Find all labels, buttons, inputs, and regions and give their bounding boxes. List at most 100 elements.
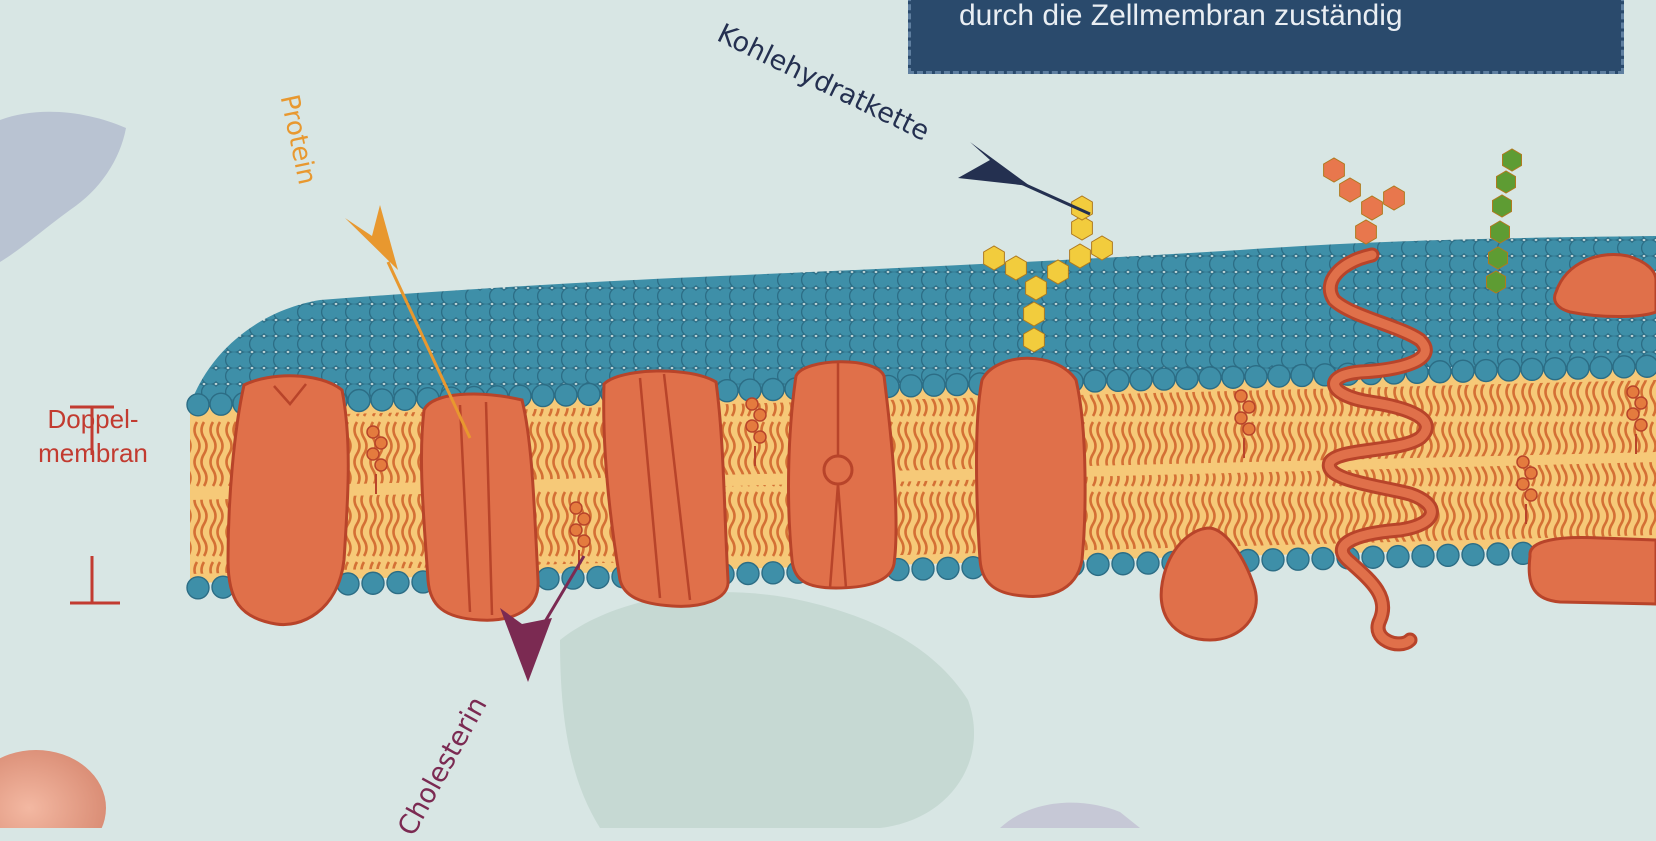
cholesterol-ring [1634,418,1648,432]
doppelmembran-label: Doppel- membran [18,402,168,470]
phospholipid-head [536,566,560,591]
cholesterol-ring [1634,396,1648,410]
phospholipid-head [393,387,417,411]
phospholipid-head [386,570,410,595]
phospholipid-head [1461,542,1485,567]
phospholipid-head [347,388,371,413]
lower-tails [190,462,1656,574]
map-shape-bottom [560,592,975,828]
carbohydrate-chains [983,148,1522,353]
sugar-hexagon [1486,270,1506,294]
phospholipid-head [1244,364,1268,389]
phospholipid-head [554,383,578,407]
sugar-hexagon [1025,275,1047,301]
cholesterol-pointer-head [500,608,552,682]
carbohydrate-pointer [958,142,1091,216]
map-shape-small [1000,802,1140,828]
fingertip [0,750,106,828]
protein-pointer [345,205,472,439]
sugar-hexagon [1023,301,1045,327]
cholesterol-ring [1524,466,1538,480]
phospholipid-head [186,393,210,417]
cholesterol-ring [569,523,583,537]
protein-channel-2 [602,369,730,608]
sugar-hexagon [1005,255,1027,281]
top-head-surface [190,236,1656,405]
phospholipid-head [1566,356,1590,380]
cholesterol-ring [745,419,759,433]
phospholipid-head [1411,544,1435,568]
protein-channel-2-divider [638,373,692,601]
cholesterol-ring [1242,422,1256,436]
protein-channel-1 [419,392,540,622]
cholesterol-ring [745,397,759,411]
cholesterol-ring [1234,389,1248,403]
sugar-hexagon [1069,243,1091,269]
protein-left [226,374,350,627]
sugar-hexagon [1488,246,1508,270]
phospholipid-head [1386,544,1410,569]
upper-tails [190,380,1656,488]
sugar-hexagon [1023,327,1045,353]
phospholipid-head [531,383,555,408]
phospholipid-head [1083,369,1107,393]
phospholipid-head [1111,552,1135,576]
sugar-hexagon [1383,185,1405,211]
cholesterol [1234,389,1256,458]
background-map-shapes [0,111,1140,828]
cholesterol-ring [366,425,380,439]
phospholipid-head [1261,548,1285,572]
carbohydrate-chain-orange [1323,157,1405,245]
cholesterol [569,501,591,570]
doppelmembran-label-line2: membran [38,438,148,468]
cholesterol [1516,455,1538,524]
phospholipid-head [1129,368,1153,392]
banner-text: durch die Zellmembran zuständig [959,0,1403,32]
phospholipid-head [1486,542,1510,566]
cholesterol-ring [753,430,767,444]
protein-channel-3-pore [822,454,854,486]
cholesterol-molecules [366,385,1648,570]
cholesterol-ring [1242,400,1256,414]
phospholipid-head [1290,363,1314,388]
phospholipid-head [186,576,210,600]
cholesterol-pointer-line [538,555,586,631]
phospholipid-head [1286,547,1310,571]
cholesterol-ring [569,501,583,515]
cholesterol-ring [366,447,380,461]
cholesterol-ring [374,436,388,450]
sugar-hexagon [1490,220,1510,244]
membrane-proteins [226,253,1656,642]
helix-fill [1324,250,1436,649]
carbohydrate-pointer-head [958,142,1030,186]
cholesterol-ring [577,534,591,548]
phospholipid-head [1221,365,1245,389]
cholesterol [1626,385,1648,454]
cholesterol-ring [1626,385,1640,399]
doppelmembran-scale [70,405,120,605]
phospholipid-head [1497,358,1521,382]
phospholipid-head [1635,354,1656,378]
cholesterol-ring [1524,488,1538,502]
cholesterol [366,425,388,494]
phospholipid-head [1175,366,1199,391]
protein-channel-1-divider [458,401,494,616]
phospholipid-head [1436,543,1460,567]
phospholipid-head [1136,551,1160,575]
protein-pointer-line [386,261,472,439]
sugar-hexagon [1361,195,1383,221]
peripheral-protein-top [1553,253,1656,318]
phospholipid-head [1451,359,1475,383]
cholesterol-ring [1234,411,1248,425]
cholesterol-ring [753,408,767,422]
phospholipid-head [899,374,923,398]
phospholipid-head [1520,357,1544,382]
phospholipid-head [1311,546,1335,571]
phospholipid-head [1543,356,1567,381]
phospholipid-head [922,373,946,397]
phospholipid-head [586,565,610,590]
phospholipid-head [911,557,935,581]
cholesterol-ring [577,512,591,526]
phospholipid-head [1428,360,1452,384]
